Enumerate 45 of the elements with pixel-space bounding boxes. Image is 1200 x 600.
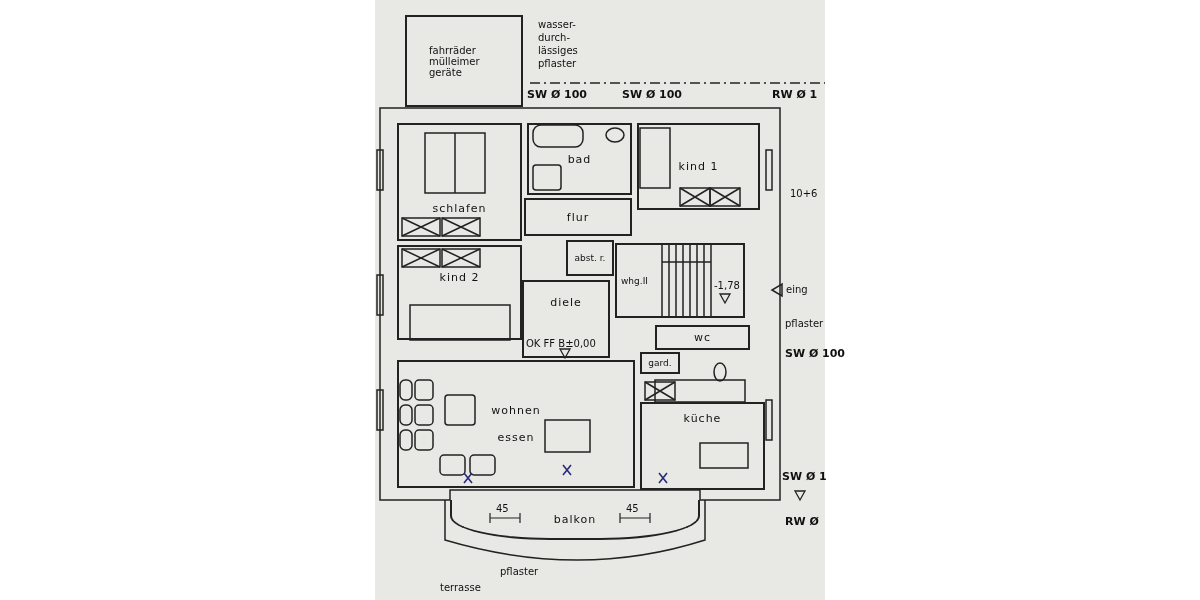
pipe-label: RW Ø [785, 515, 819, 528]
room [405, 15, 523, 107]
room-label: bad [567, 152, 592, 166]
room [640, 352, 680, 374]
pipe-label: SW Ø 100 [527, 88, 588, 101]
room-label: kind 2 [439, 271, 480, 284]
room-label: essen [497, 431, 535, 444]
room [397, 360, 635, 488]
room-label: schlafen [432, 202, 487, 215]
room [655, 325, 750, 350]
room-label: whg.II [621, 275, 648, 286]
dimension-label: 45 [626, 503, 639, 514]
balcony-area [450, 500, 700, 540]
level-label: -1,78 [714, 280, 740, 291]
pipe-label: SW Ø 100 [785, 347, 846, 360]
dimension-label: 10+6 [790, 188, 818, 199]
room [637, 123, 760, 210]
room [522, 280, 610, 358]
room [527, 123, 632, 195]
area-label: terrasse [440, 582, 481, 593]
area-note: wasser- durch- lässiges pflaster [538, 18, 579, 70]
room-label: flur [566, 210, 590, 224]
room-label: küche [683, 412, 722, 425]
pipe-label: SW Ø 100 [622, 88, 683, 101]
level-label: OK FF B±0,00 [526, 338, 596, 349]
area-label: pflaster [785, 318, 824, 329]
room [615, 243, 745, 318]
room [397, 123, 522, 241]
room-label: diele [550, 296, 582, 309]
pipe-label: RW Ø 1 [772, 88, 818, 101]
room [566, 240, 614, 276]
room-label: abst. r. [574, 253, 606, 263]
pipe-label: SW Ø 1 [782, 470, 827, 483]
room-label: fahrräder mülleimer geräte [429, 44, 481, 78]
room [524, 198, 632, 236]
room-label: balkon [553, 512, 597, 526]
room-label: gard. [648, 358, 672, 368]
room [640, 402, 765, 490]
dimension-label: 45 [496, 503, 509, 514]
area-label: pflaster [500, 566, 539, 577]
room [397, 245, 522, 340]
room-label: kind 1 [678, 160, 719, 173]
room-label: wohnen [491, 404, 541, 417]
entrance-label: eing [786, 284, 808, 295]
room-label: wc [693, 331, 711, 344]
